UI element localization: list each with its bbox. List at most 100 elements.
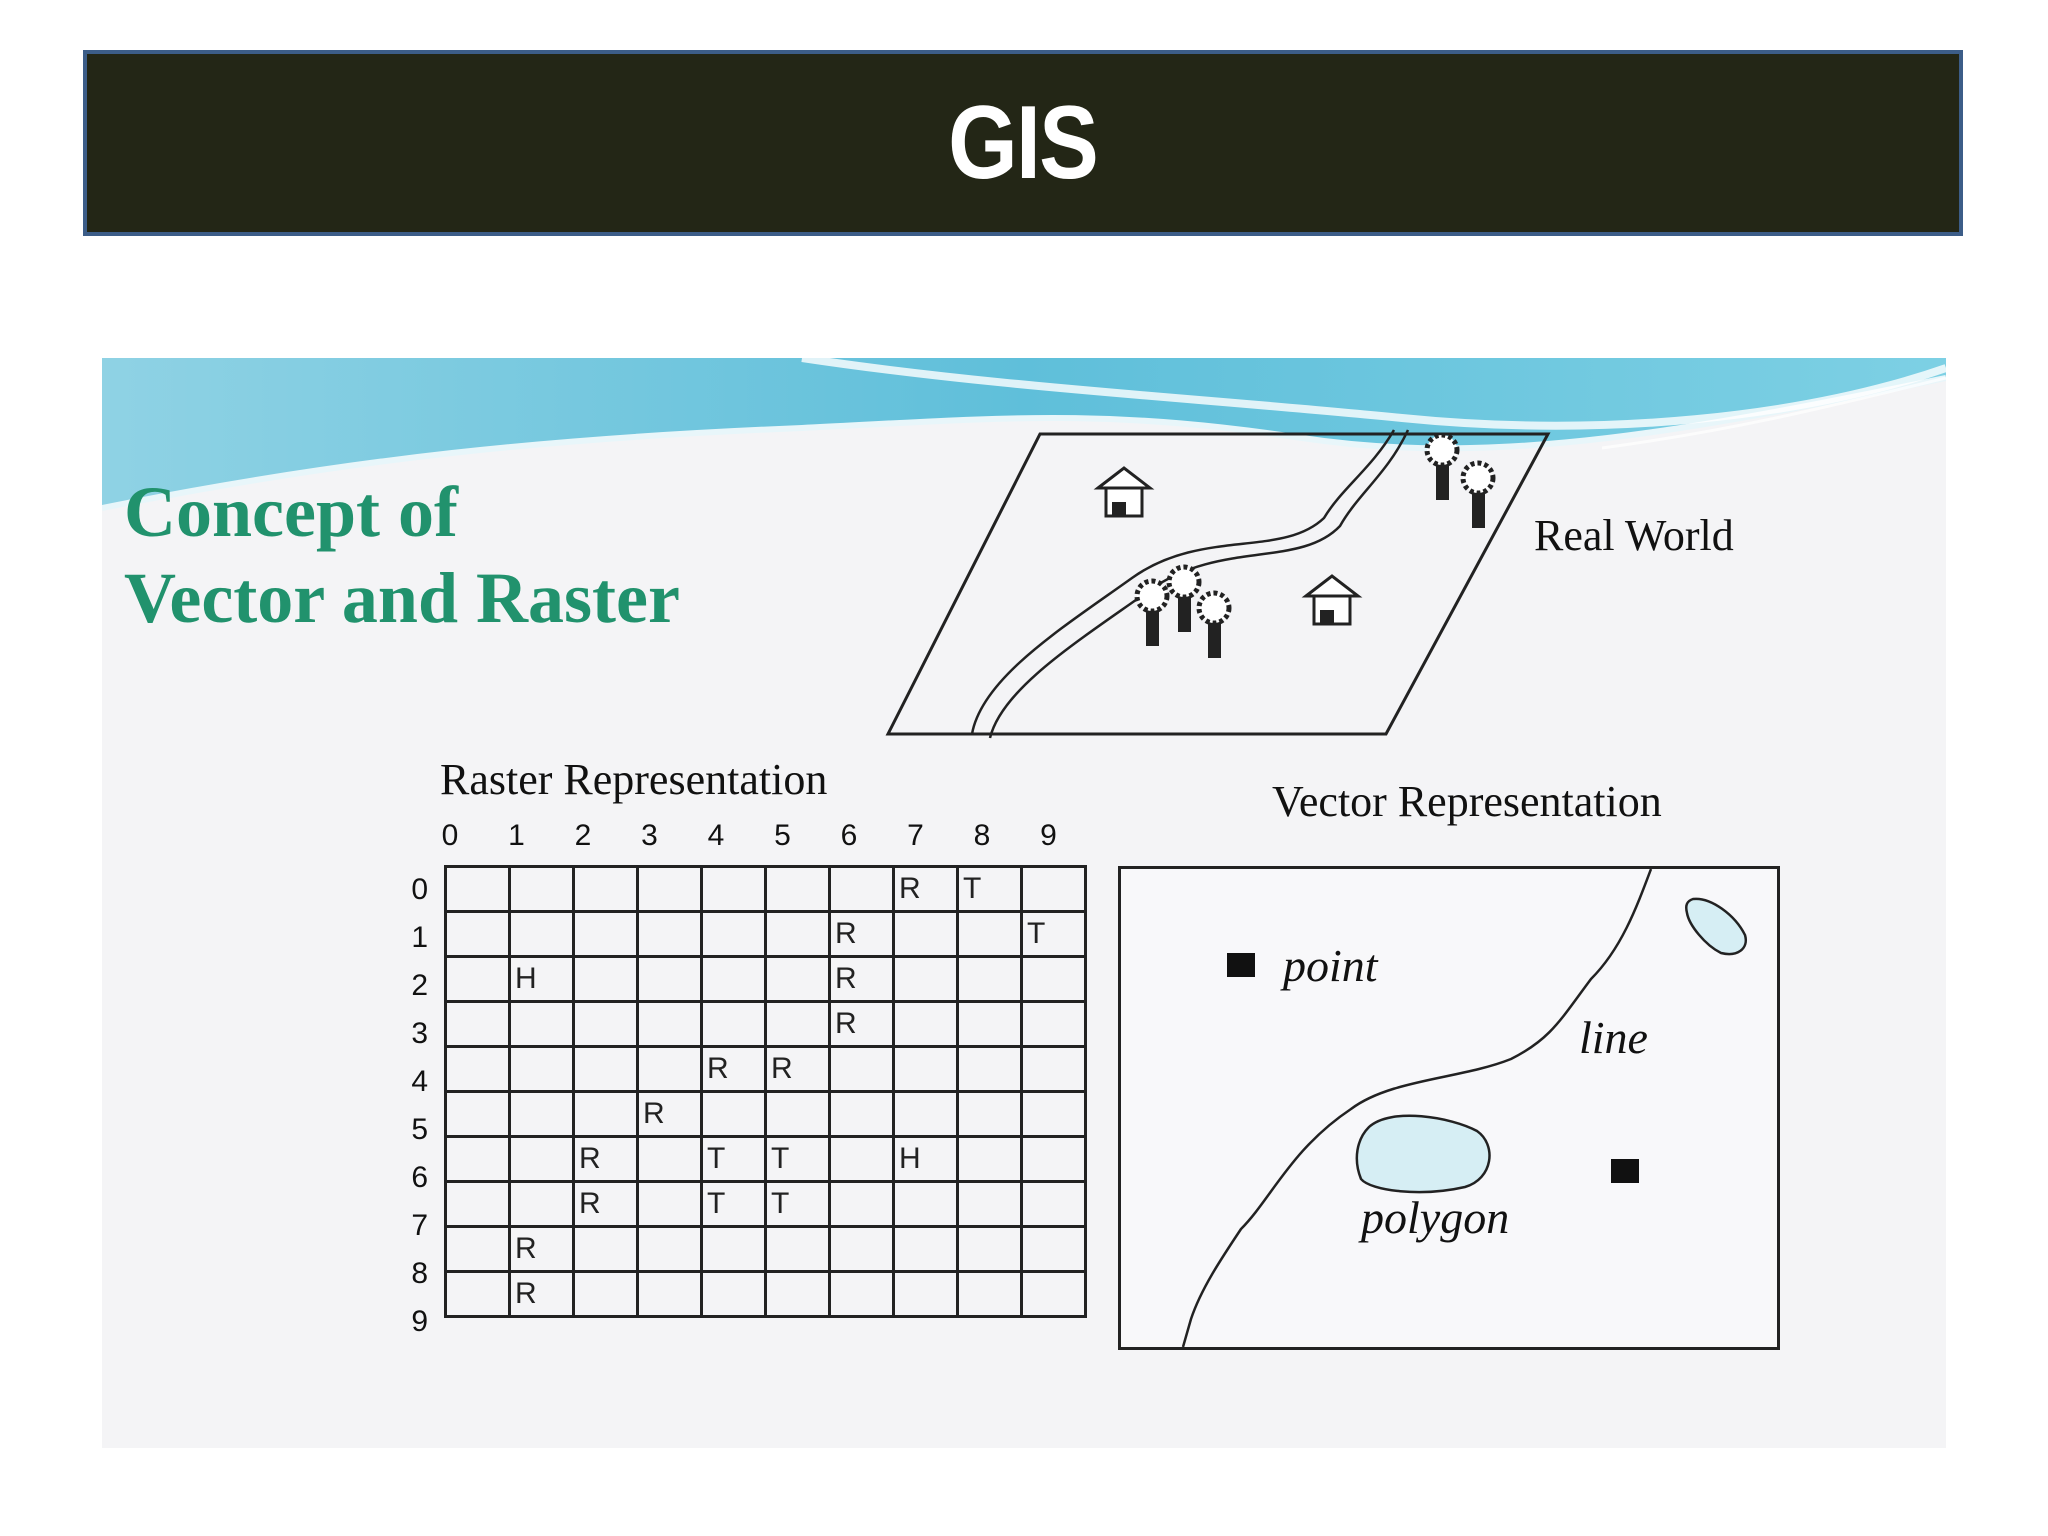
raster-cell [636,1225,703,1273]
raster-column-index: 7 [907,819,924,852]
raster-cell [636,1180,703,1228]
raster-row-index: 1 [411,921,428,954]
raster-cell: R [572,1180,639,1228]
raster-cell [956,955,1023,1003]
raster-cell: H [508,955,575,1003]
tree-icon [1166,564,1202,632]
raster-cell: T [956,865,1023,913]
raster-row-index: 8 [411,1257,428,1290]
raster-cell [956,1000,1023,1048]
raster-cell [444,955,511,1003]
raster-cell [956,1090,1023,1138]
raster-cell [956,1180,1023,1228]
raster-cell: R [572,1135,639,1183]
raster-row-index: 6 [411,1161,428,1194]
raster-cell [828,1045,895,1093]
vector-representation-label: Vector Representation [1272,777,1662,826]
raster-cell [444,1270,511,1318]
raster-cell [1020,1000,1087,1048]
raster-column-index: 6 [840,819,858,852]
raster-cell [572,1090,639,1138]
raster-cell [444,910,511,958]
raster-cell [956,1045,1023,1093]
raster-cell [1020,1180,1087,1228]
house-icon [1301,574,1363,626]
raster-cell [1020,865,1087,913]
raster-cell [508,1180,575,1228]
raster-cell [1020,1045,1087,1093]
river-line-a [970,429,1396,735]
vector-polygon-small [1685,897,1748,956]
line-label: line [1579,1012,1648,1063]
heading-line-2: Vector and Raster [124,558,680,638]
raster-row-index: 3 [411,1017,428,1050]
real-world-illustration [885,429,1551,739]
raster-cell [444,865,511,913]
raster-row-index: 4 [411,1065,428,1098]
raster-cell [1020,1270,1087,1318]
raster-cell [764,865,831,913]
raster-column-index: 8 [973,819,991,852]
heading-line-1: Concept of [124,472,458,552]
raster-cell: R [764,1045,831,1093]
vector-drawing [1181,869,1748,1347]
raster-cell [572,1270,639,1318]
diagram-panel: Concept of Vector and Raster Real World … [102,358,1946,1448]
raster-cell [892,1180,959,1228]
raster-cell [764,1090,831,1138]
point-label: point [1283,940,1378,991]
river-line-b [988,429,1410,739]
raster-cell [828,1180,895,1228]
raster-cell: R [636,1090,703,1138]
raster-cell [636,910,703,958]
raster-cell [892,910,959,958]
raster-cell [700,910,767,958]
raster-cell [892,1045,959,1093]
raster-column-index: 1 [508,819,525,852]
tree-icon [1460,460,1496,528]
real-world-label: Real World [1534,511,1734,560]
raster-cell [572,1045,639,1093]
raster-column-index: 0 [441,819,459,852]
raster-row-index: 9 [411,1305,428,1338]
raster-cell [444,1045,511,1093]
raster-cell [444,1090,511,1138]
raster-column-index: 4 [707,819,725,852]
vector-point [1611,1159,1639,1183]
raster-cell [444,1180,511,1228]
raster-cell [508,1045,575,1093]
raster-cell [892,1225,959,1273]
raster-cell [572,1000,639,1048]
raster-cell [636,1135,703,1183]
raster-row-index: 7 [411,1209,428,1242]
raster-cell [828,865,895,913]
raster-cell [636,865,703,913]
raster-row: R [444,1090,1087,1138]
raster-cell [700,865,767,913]
raster-cell: R [892,865,959,913]
raster-cell: R [508,1225,575,1273]
raster-cell [828,1135,895,1183]
raster-cell [956,910,1023,958]
raster-cell: T [764,1135,831,1183]
raster-cell: R [828,910,895,958]
raster-cell: H [892,1135,959,1183]
raster-cell [572,1225,639,1273]
raster-cell [892,955,959,1003]
raster-column-index: 3 [641,819,658,852]
raster-cell [700,955,767,1003]
raster-row: R [444,1000,1087,1048]
vector-polygon [1355,1114,1491,1194]
raster-cell [508,910,575,958]
raster-column-index: 9 [1040,819,1057,852]
raster-row-index: 0 [411,873,428,906]
raster-cell [828,1270,895,1318]
raster-cell [636,1270,703,1318]
raster-cell [892,1270,959,1318]
raster-cell: R [828,1000,895,1048]
